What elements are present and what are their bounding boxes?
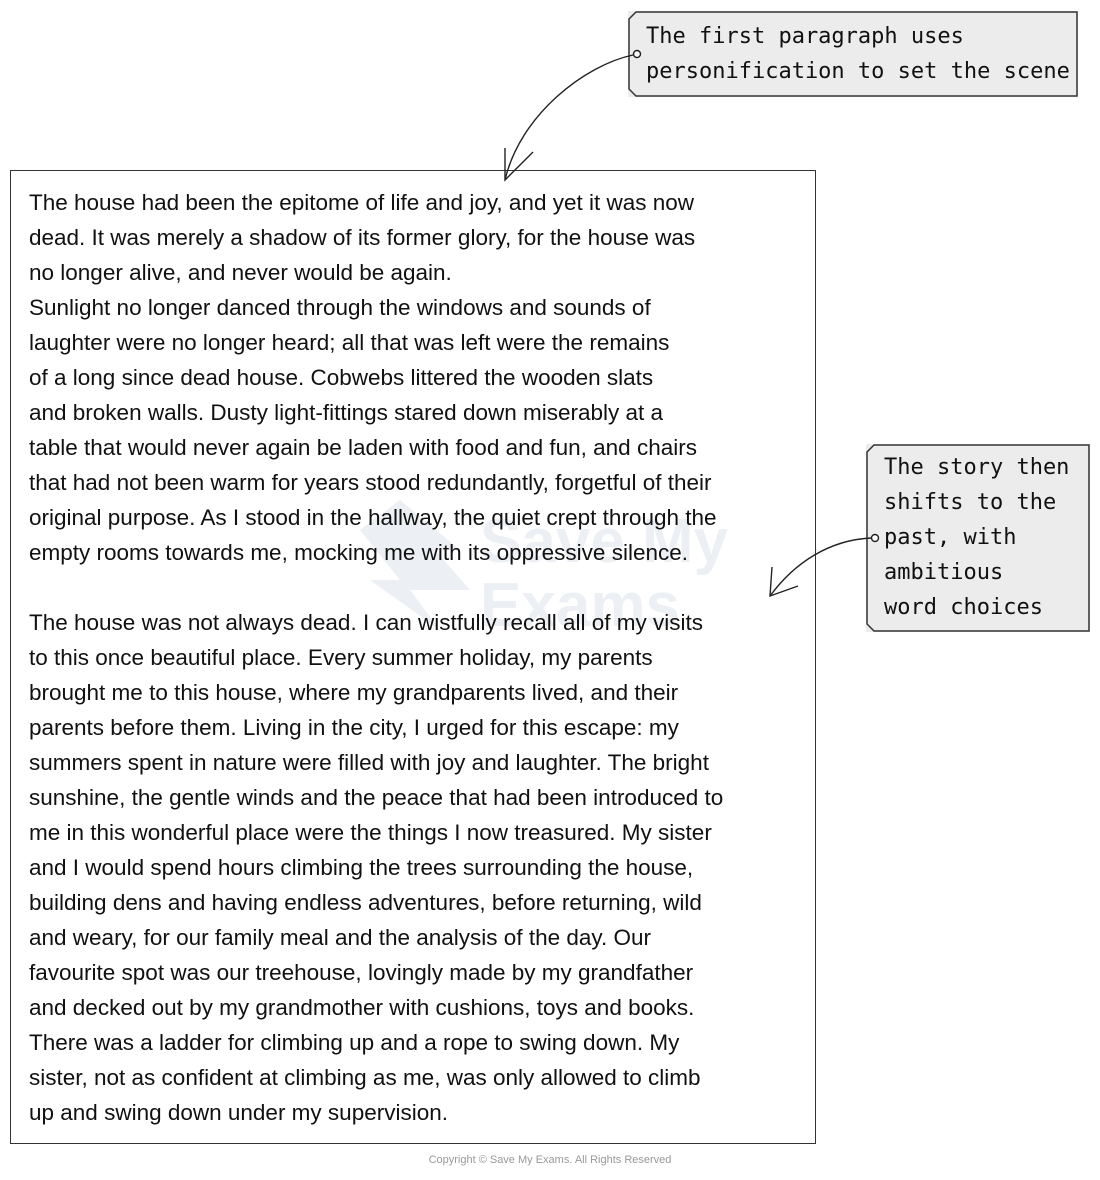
copyright-footer: Copyright © Save My Exams. All Rights Re… bbox=[428, 1154, 672, 1166]
essay-line: parents before them. Living in the city,… bbox=[29, 715, 679, 740]
essay-line: and broken walls. Dusty light-fittings s… bbox=[29, 400, 664, 425]
annotation-line: ambitious bbox=[884, 560, 1004, 585]
annotation-line: The first paragraph uses bbox=[646, 24, 964, 49]
essay-line: The house had been the epitome of life a… bbox=[29, 190, 695, 215]
essay-line: dead. It was merely a shadow of its form… bbox=[29, 225, 696, 250]
essay-line: summers spent in nature were filled with… bbox=[29, 750, 709, 775]
essay-line: original purpose. As I stood in the hall… bbox=[29, 505, 717, 530]
arrow-to-first-paragraph-icon bbox=[504, 49, 642, 182]
essay-line: Sunlight no longer danced through the wi… bbox=[29, 295, 651, 320]
essay-line: sunshine, the gentle winds and the peace… bbox=[29, 785, 724, 810]
annotation-text: The first paragraph uses personification… bbox=[646, 19, 1070, 89]
essay-line: up and swing down under my supervision. bbox=[29, 1100, 448, 1125]
essay-line: building dens and having endless adventu… bbox=[29, 890, 702, 915]
annotation-text: The story then shifts to the past, with … bbox=[884, 450, 1069, 625]
paragraph-gap bbox=[29, 570, 819, 605]
tag-shape-icon bbox=[866, 444, 1090, 632]
essay-line: and I would spend hours climbing the tre… bbox=[29, 855, 694, 880]
essay-box: The house had been the epitome of life a… bbox=[10, 170, 816, 1144]
essay-line: of a long since dead house. Cobwebs litt… bbox=[29, 365, 654, 390]
annotation-tag-story-shift: The story then shifts to the past, with … bbox=[866, 444, 1090, 632]
essay-line: table that would never again be laden wi… bbox=[29, 435, 697, 460]
essay-line: There was a ladder for climbing up and a… bbox=[29, 1030, 680, 1055]
essay-line: and weary, for our family meal and the a… bbox=[29, 925, 651, 950]
essay-line: brought me to this house, where my grand… bbox=[29, 680, 679, 705]
essay-line: me in this wonderful place were the thin… bbox=[29, 820, 712, 845]
essay-line: laughter were no longer heard; all that … bbox=[29, 330, 670, 355]
annotation-line: personification to set the scene bbox=[646, 59, 1070, 84]
annotation-line: The story then bbox=[884, 455, 1070, 480]
annotation-tag-first-paragraph: The first paragraph uses personification… bbox=[628, 11, 1078, 97]
annotation-line: word choices bbox=[884, 595, 1043, 620]
essay-line: and decked out by my grandmother with cu… bbox=[29, 995, 695, 1020]
essay-line: to this once beautiful place. Every summ… bbox=[29, 645, 653, 670]
annotation-line: shifts to the bbox=[884, 490, 1057, 515]
essay-line: sister, not as confident at climbing as … bbox=[29, 1065, 701, 1090]
essay-line: The house was not always dead. I can wis… bbox=[29, 610, 704, 635]
essay-line: empty rooms towards me, mocking me with … bbox=[29, 540, 688, 565]
essay-line: that had not been warm for years stood r… bbox=[29, 470, 712, 495]
essay-line: favourite spot was our treehouse, loving… bbox=[29, 960, 694, 985]
annotation-line: past, with bbox=[884, 525, 1017, 550]
essay-line: no longer alive, and never would be agai… bbox=[29, 260, 452, 285]
essay-text: The house had been the epitome of life a… bbox=[29, 185, 819, 1130]
